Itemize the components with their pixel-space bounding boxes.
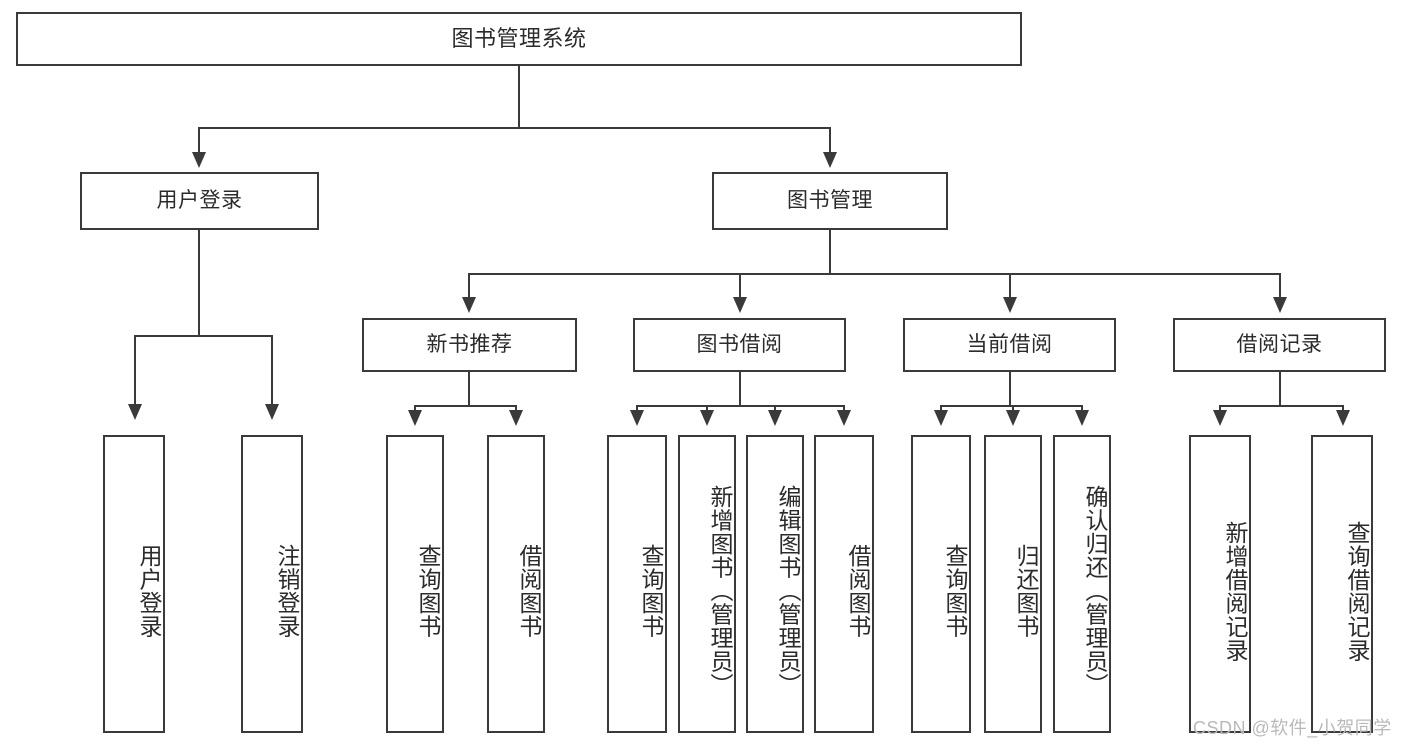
arrow-user-logout-leaf [265,404,279,420]
edge-user-stem [198,230,200,336]
node-user-login[interactable]: 用户登录 [80,172,319,230]
edge-record-d1 [1219,405,1221,413]
node-leaf-record-query[interactable]: 查询借阅记录 [1311,435,1373,733]
node-leaf-record-add-label: 新增借阅记录 [1222,520,1248,662]
node-leaf-borrow-lend-book-label: 借阅图书 [845,544,871,638]
node-leaf-newbook-borrow[interactable]: 借阅图书 [487,435,545,733]
node-leaf-user-login[interactable]: 用户登录 [103,435,165,733]
node-book-management-label: 图书管理 [787,189,873,213]
arrow-current-query [934,410,948,426]
node-user-login-label: 用户登录 [156,189,243,213]
node-leaf-borrow-lend-book[interactable]: 借阅图书 [814,435,874,733]
node-leaf-current-query-label: 查询图书 [942,544,968,638]
edge-borrow-stem [739,372,741,406]
edge-borrow-d4 [843,405,845,413]
node-leaf-newbook-borrow-label: 借阅图书 [516,544,542,638]
node-leaf-borrow-query[interactable]: 查询图书 [607,435,667,733]
arrow-to-borrow [733,297,747,313]
node-new-book-recommend-label: 新书推荐 [426,333,513,357]
edge-record-bus [1219,405,1343,407]
node-leaf-borrow-query-label: 查询图书 [638,544,664,638]
edge-newbook-d1 [414,405,416,413]
arrow-record-add [1213,410,1227,426]
edge-newbook-stem [468,372,470,406]
node-leaf-record-add[interactable]: 新增借阅记录 [1189,435,1251,733]
arrow-borrow-edit [768,410,782,426]
edge-user-right-drop [271,335,273,407]
node-book-borrow-label: 图书借阅 [696,333,783,357]
node-new-book-recommend[interactable]: 新书推荐 [362,318,577,372]
node-borrow-record[interactable]: 借阅记录 [1173,318,1386,372]
node-leaf-current-confirm-return[interactable]: 确认归还（管理员） [1053,435,1111,733]
arrow-borrow-add [700,410,714,426]
edge-user-bus [134,335,272,337]
edge-to-newbook [468,273,470,300]
arrow-record-query [1336,410,1350,426]
edge-borrow-d3 [774,405,776,413]
node-leaf-borrow-edit-book-label: 编辑图书（管理员） [775,485,801,697]
edge-level3-bus [468,273,1280,275]
arrow-to-record [1273,297,1287,313]
edge-record-d2 [1342,405,1344,413]
edge-to-borrow [739,273,741,300]
node-leaf-user-logout-label: 注销登录 [274,544,300,638]
node-book-management[interactable]: 图书管理 [712,172,948,230]
node-current-borrow[interactable]: 当前借阅 [903,318,1116,372]
node-leaf-newbook-query[interactable]: 查询图书 [386,435,444,733]
edge-record-stem [1279,372,1281,406]
node-root-label: 图书管理系统 [451,25,587,51]
node-leaf-newbook-query-label: 查询图书 [415,544,441,638]
arrow-current-return [1006,410,1020,426]
edge-borrow-d1 [636,405,638,413]
edge-current-stem [1009,372,1011,406]
edge-book-stem [829,230,831,274]
arrow-current-confirm [1075,410,1089,426]
node-leaf-borrow-add-book[interactable]: 新增图书（管理员） [678,435,736,733]
edge-level2-bus [198,127,831,129]
edge-current-d2 [1012,405,1014,413]
edge-current-bus [940,405,1082,407]
node-borrow-record-label: 借阅记录 [1236,333,1323,357]
edge-borrow-bus [636,405,844,407]
arrow-newbook-borrow [509,410,523,426]
node-current-borrow-label: 当前借阅 [966,333,1053,357]
edge-borrow-d2 [706,405,708,413]
edge-current-d3 [1081,405,1083,413]
arrow-to-user-login [192,152,206,168]
edge-to-user-login [198,127,200,155]
arrow-borrow-query [630,410,644,426]
edge-to-current [1009,273,1011,300]
edge-to-record [1279,273,1281,300]
node-leaf-user-logout[interactable]: 注销登录 [241,435,303,733]
arrow-user-login-leaf [128,404,142,420]
arrow-to-newbook [462,297,476,313]
node-leaf-user-login-label: 用户登录 [136,544,162,638]
arrow-borrow-lend [837,410,851,426]
edge-newbook-bus [414,405,517,407]
edge-to-book-mgmt [829,127,831,155]
node-leaf-record-query-label: 查询借阅记录 [1344,520,1370,662]
node-leaf-borrow-add-book-label: 新增图书（管理员） [707,485,733,697]
edge-root-stem [518,66,520,128]
node-book-borrow[interactable]: 图书借阅 [633,318,846,372]
node-leaf-borrow-edit-book[interactable]: 编辑图书（管理员） [746,435,804,733]
arrow-to-current [1003,297,1017,313]
arrow-newbook-query [408,410,422,426]
node-leaf-current-return[interactable]: 归还图书 [984,435,1042,733]
node-root-system[interactable]: 图书管理系统 [16,12,1022,66]
edge-current-d1 [940,405,942,413]
arrow-to-book-mgmt [823,152,837,168]
node-leaf-current-return-label: 归还图书 [1013,544,1039,638]
edge-newbook-d2 [515,405,517,413]
edge-user-left-drop [134,335,136,407]
node-leaf-current-query[interactable]: 查询图书 [911,435,971,733]
node-leaf-current-confirm-return-label: 确认归还（管理员） [1082,485,1108,697]
